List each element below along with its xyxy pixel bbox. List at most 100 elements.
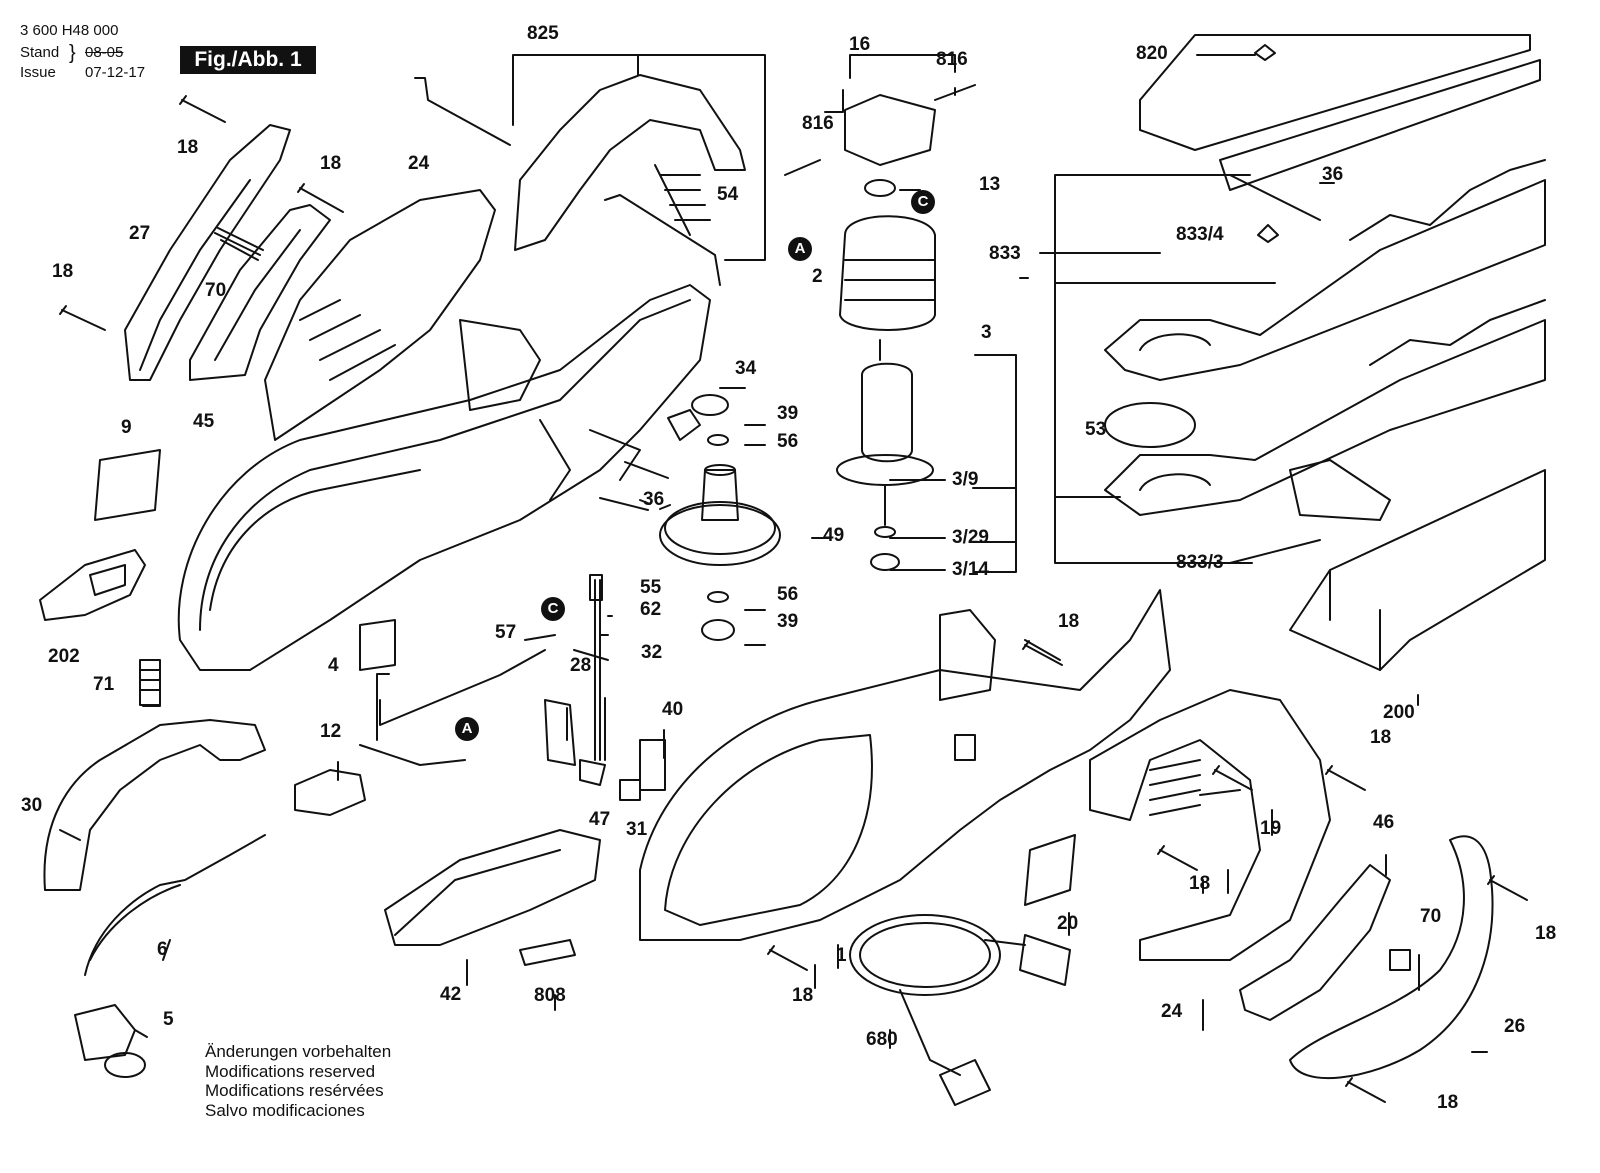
callout-c-motor: C [911, 190, 935, 214]
blade-guard-200 [1289, 469, 1546, 671]
note-en: Modifications reserved [205, 1061, 376, 1081]
note-es: Salvo modificaciones [205, 1100, 365, 1120]
gear-49 [599, 394, 781, 641]
handle-30 [43, 659, 266, 891]
part-label-45: 45 [193, 411, 215, 432]
note-de: Änderungen vorbehalten [205, 1042, 392, 1061]
part-label-30: 30 [21, 795, 43, 816]
part-label-42: 42 [440, 984, 462, 1005]
part-label-62: 62 [640, 599, 662, 620]
part-label-816-right: 816 [936, 49, 968, 70]
part-label-28: 28 [570, 655, 592, 676]
part-label-40: 40 [662, 699, 684, 720]
part-label-56-b: 56 [777, 584, 799, 605]
handle-cover-24 [264, 189, 496, 441]
cable-6 [74, 834, 266, 1078]
power-cord-680 [849, 914, 1071, 1106]
part-label-833-3: 833/3 [1176, 552, 1224, 573]
part-label-18-g: 18 [1370, 727, 1392, 748]
part-label-70-a: 70 [205, 280, 227, 301]
part-label-16: 16 [849, 34, 871, 55]
part-label-3: 3 [981, 322, 992, 343]
top-handle-825 [414, 74, 746, 286]
part-label-6: 6 [157, 939, 168, 960]
issue-label: Issue [20, 64, 56, 81]
leader-lines [59, 54, 1488, 1053]
part-label-34: 34 [735, 358, 757, 379]
handle-45 [189, 204, 331, 381]
label-20 [1024, 834, 1076, 906]
part-label-57: 57 [495, 622, 517, 643]
part-label-53: 53 [1085, 419, 1107, 440]
part-label-18-b: 18 [320, 153, 342, 174]
part-label-820: 820 [1136, 43, 1168, 64]
base-plate-42 [384, 829, 601, 966]
blade-assembly [1104, 34, 1546, 521]
motor-assembly [784, 84, 976, 571]
part-label-49: 49 [823, 525, 845, 546]
part-label-20: 20 [1057, 913, 1079, 934]
doc-number: 3 600 H48 000 [20, 22, 119, 39]
part-label-808: 808 [534, 985, 566, 1006]
part-label-39-b: 39 [777, 611, 799, 632]
part-label-18-f: 18 [1189, 873, 1211, 894]
modification-notes: Änderungen vorbehalten Modifications res… [205, 1042, 391, 1120]
part-label-24-a: 24 [408, 153, 430, 174]
housing-lower-1 [639, 589, 1241, 941]
part-label-18-c: 18 [52, 261, 74, 282]
part-label-18-i: 18 [1437, 1092, 1459, 1113]
part-label-18-d: 18 [792, 985, 814, 1006]
housing-upper [177, 284, 711, 671]
part-label-2: 2 [812, 266, 823, 287]
part-label-39-a: 39 [777, 403, 799, 424]
note-fr: Modifications resérvées [205, 1081, 384, 1100]
part-label-680: 680 [866, 1029, 898, 1050]
handle-46 [1239, 864, 1411, 1021]
screw-group-a [59, 95, 344, 331]
switch-parts [294, 574, 666, 816]
rear-cover-24 [1089, 689, 1331, 961]
label-9 [94, 449, 161, 521]
part-label-18-h: 18 [1535, 923, 1557, 944]
part-label-3-29: 3/29 [952, 527, 989, 548]
screw-group-b [767, 640, 1528, 1103]
part-label-5: 5 [163, 1009, 174, 1030]
part-label-55: 55 [640, 577, 662, 598]
callout-c-cable: C [541, 597, 565, 621]
brace-glyph: } [69, 42, 76, 64]
callout-a-motor: A [788, 237, 812, 261]
part-label-26: 26 [1504, 1016, 1526, 1037]
part-label-825: 825 [527, 23, 559, 44]
part-label-202: 202 [48, 646, 80, 667]
figure-title: Fig./Abb. 1 [180, 46, 316, 74]
part-label-12: 12 [320, 721, 342, 742]
part-label-24-b: 24 [1161, 1001, 1183, 1022]
part-label-36-a: 36 [1322, 164, 1344, 185]
callout-a-cable: A [455, 717, 479, 741]
part-label-70-b: 70 [1420, 906, 1442, 927]
part-label-46: 46 [1373, 812, 1395, 833]
spring-70 [214, 227, 264, 261]
part-label-833-4: 833/4 [1176, 224, 1224, 245]
clip-202 [39, 549, 146, 621]
part-label-32: 32 [641, 642, 663, 663]
old-date: 08-05 [85, 44, 124, 61]
part-label-18-e: 18 [1058, 611, 1080, 632]
part-label-71: 71 [93, 674, 115, 695]
part-label-56-a: 56 [777, 431, 799, 452]
part-label-1: 1 [836, 945, 847, 966]
part-label-13: 13 [979, 174, 1001, 195]
part-label-27: 27 [129, 223, 151, 244]
part-label-19: 19 [1260, 818, 1282, 839]
part-label-833: 833 [989, 243, 1021, 264]
handle-27 [124, 124, 291, 381]
part-label-200: 200 [1383, 702, 1415, 723]
part-label-47: 47 [589, 809, 611, 830]
part-label-54: 54 [717, 184, 739, 205]
part-label-3-9: 3/9 [952, 469, 979, 490]
stand-label: Stand [20, 44, 60, 61]
part-label-9: 9 [121, 417, 132, 438]
part-label-18-a: 18 [177, 137, 199, 158]
